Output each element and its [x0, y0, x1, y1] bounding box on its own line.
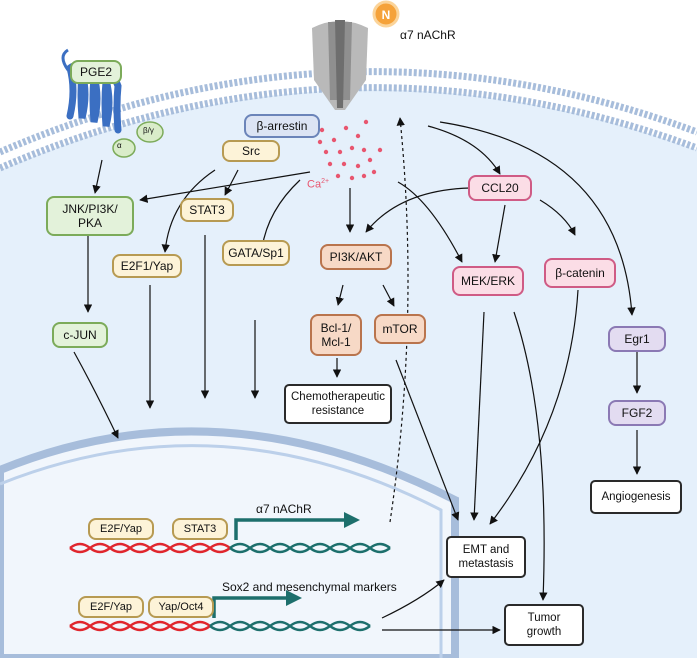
- nicotine-ligand-icon: [372, 0, 400, 28]
- beta-arrestin-node: β-arrestin: [244, 114, 320, 138]
- tf-e2f-yap-2: E2F/Yap: [78, 596, 144, 618]
- jnk-pi3k-pka-node: JNK/PI3K/ PKA: [46, 196, 134, 236]
- egr1-node: Egr1: [608, 326, 666, 352]
- e2f1-yap-node: E2F1/Yap: [112, 254, 182, 278]
- nachr-channel-icon: [312, 20, 368, 110]
- dna-helix-2: [69, 590, 371, 632]
- ligand-label: N: [381, 8, 391, 22]
- src-node: Src: [222, 140, 280, 162]
- mek-erk-node: MEK/ERK: [452, 266, 524, 296]
- pge2-node: PGE2: [70, 60, 122, 84]
- fgf2-node: FGF2: [608, 400, 666, 426]
- tumor-growth-box: Tumor growth: [504, 604, 584, 646]
- tf-stat3: STAT3: [172, 518, 228, 540]
- g-betagamma-label: β/γ: [143, 126, 154, 135]
- beta-catenin-node: β-catenin: [544, 258, 616, 288]
- calcium-ions: [317, 119, 383, 181]
- tf-e2f-yap-1: E2F/Yap: [88, 518, 154, 540]
- emt-metastasis-box: EMT and metastasis: [446, 536, 526, 578]
- receptor-label: α7 nAChR: [400, 28, 456, 42]
- mtor-node: mTOR: [374, 314, 426, 344]
- angiogenesis-box: Angiogenesis: [590, 480, 682, 514]
- pi3k-akt-node: PI3K/AKT: [320, 244, 392, 270]
- pathway-arrows: [73, 117, 642, 635]
- bcl1-mcl1-node: Bcl-1/ Mcl-1: [310, 314, 362, 356]
- dna-helix-1: [69, 512, 391, 554]
- gene-sox2-label: Sox2 and mesenchymal markers: [222, 580, 397, 594]
- chemo-resistance-box: Chemotherapeutic resistance: [284, 384, 392, 424]
- g-alpha-label: α: [117, 141, 122, 150]
- gene-alpha7-label: α7 nAChR: [256, 502, 312, 516]
- gata-sp1-node: GATA/Sp1: [222, 240, 290, 266]
- stat3-node: STAT3: [180, 198, 234, 222]
- calcium-label: Ca2+: [307, 178, 330, 191]
- ccl20-node: CCL20: [468, 175, 532, 201]
- cell-membrane-inner: [0, 84, 697, 172]
- c-jun-node: c-JUN: [52, 322, 108, 348]
- nuclear-envelope-inner: [0, 444, 443, 658]
- cell-membrane-outer: [0, 68, 697, 156]
- tf-yap-oct4: Yap/Oct4: [148, 596, 214, 618]
